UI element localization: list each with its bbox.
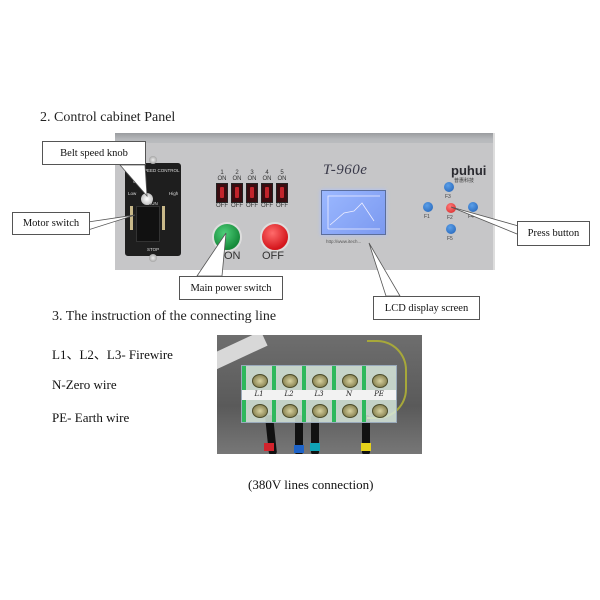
terminal-block-photo: L1 L2 L3 N PE	[217, 335, 422, 454]
motor-slot-rail	[162, 206, 165, 230]
callout-motor-switch: Motor switch	[12, 212, 90, 235]
terminal-pe	[368, 368, 390, 420]
motor-switch[interactable]	[136, 206, 160, 242]
f1-label: F1	[424, 214, 430, 220]
model-name: T-960e	[323, 162, 368, 178]
dip-off-label: OFF	[276, 203, 288, 209]
speed-control-title: SPEED CONTROL	[141, 168, 180, 173]
terminal-label: PE	[374, 390, 384, 398]
callout-main-power-switch: Main power switch	[179, 276, 283, 300]
dip-on-label: ON	[217, 176, 227, 182]
f2-button[interactable]	[446, 203, 456, 213]
dip-switch-3[interactable]	[246, 183, 258, 203]
belt-speed-knob[interactable]	[141, 193, 153, 205]
lcd-profile-graph	[327, 195, 380, 230]
f5-label: F5	[447, 236, 453, 242]
callout-press-button: Press button	[517, 221, 590, 246]
f2-label: F2	[447, 215, 453, 221]
callout-belt-speed-knob: Belt speed knob	[42, 141, 146, 165]
speed-low-label: Low	[128, 191, 137, 196]
dip-on-label: ON	[262, 176, 272, 182]
dip-switch-2[interactable]	[231, 183, 243, 203]
terminal-label-strip	[242, 390, 396, 400]
dip-switch-4[interactable]	[261, 183, 273, 203]
dip-switch-1[interactable]	[216, 183, 228, 203]
callout-lcd-display-screen: LCD display screen	[373, 296, 480, 320]
terminal-n	[338, 368, 360, 420]
power-on-label: ON	[224, 250, 241, 262]
terminal-label: L3	[314, 390, 324, 398]
section-heading-control-panel: 2. Control cabinet Panel	[40, 110, 176, 125]
brand-logo: puhui	[451, 163, 487, 178]
terminal-l2	[278, 368, 300, 420]
lcd-display-screen	[321, 190, 386, 235]
dip-on-label: ON	[277, 176, 287, 182]
red-sleeve	[264, 443, 274, 451]
terminal-strip: L1 L2 L3 N PE	[241, 365, 397, 423]
dip-number: 5	[280, 170, 284, 176]
dip-off-label: OFF	[231, 203, 243, 209]
f1-button[interactable]	[423, 202, 433, 212]
terminal-caption: (380V lines connection)	[248, 477, 374, 492]
teal-sleeve	[310, 443, 320, 451]
stop-label: STOP	[147, 247, 160, 252]
terminal-label: N	[345, 390, 353, 398]
f4-button[interactable]	[468, 202, 478, 212]
blue-sleeve	[294, 445, 304, 453]
wire	[362, 415, 370, 454]
f5-button[interactable]	[446, 224, 456, 234]
speed-high-label: High	[169, 191, 179, 196]
yellow-sleeve	[361, 443, 371, 451]
screw-icon	[149, 156, 157, 164]
terminal-l1	[248, 368, 270, 420]
power-off-label: OFF	[262, 250, 284, 262]
dip-number: 2	[235, 170, 239, 176]
manufacturer-url: http://www.itech...	[326, 239, 362, 244]
dip-off-label: OFF	[216, 203, 228, 209]
f4-label: F4	[468, 214, 474, 220]
dip-on-label: ON	[232, 176, 242, 182]
wire-legend-zero: N-Zero wire	[52, 377, 117, 392]
dip-off-label: OFF	[261, 203, 273, 209]
terminal-label: L2	[284, 390, 294, 398]
dip-off-label: OFF	[246, 203, 258, 209]
dip-number: 1	[220, 170, 224, 176]
terminal-l3	[308, 368, 330, 420]
dip-switch-5[interactable]	[276, 183, 288, 203]
dip-on-label: ON	[247, 176, 257, 182]
brand-subtitle: 普惠科技	[454, 178, 475, 184]
dip-number: 4	[265, 170, 269, 176]
wire-legend-earth: PE- Earth wire	[52, 410, 130, 425]
wire	[295, 415, 303, 454]
wire	[311, 415, 319, 454]
run-label: RUN	[148, 201, 158, 206]
wire-legend-firewire: L1、L2、L3- Firewire	[52, 347, 173, 362]
f3-button[interactable]	[444, 182, 454, 192]
terminal-label: L1	[254, 390, 264, 398]
section-heading-connecting-line: 3. The instruction of the connecting lin…	[52, 309, 277, 324]
f3-label: F3	[445, 194, 451, 200]
motor-slot-rail	[130, 206, 133, 230]
screw-icon	[149, 254, 157, 262]
dip-number: 3	[250, 170, 254, 176]
main-power-off-button[interactable]	[260, 222, 290, 252]
